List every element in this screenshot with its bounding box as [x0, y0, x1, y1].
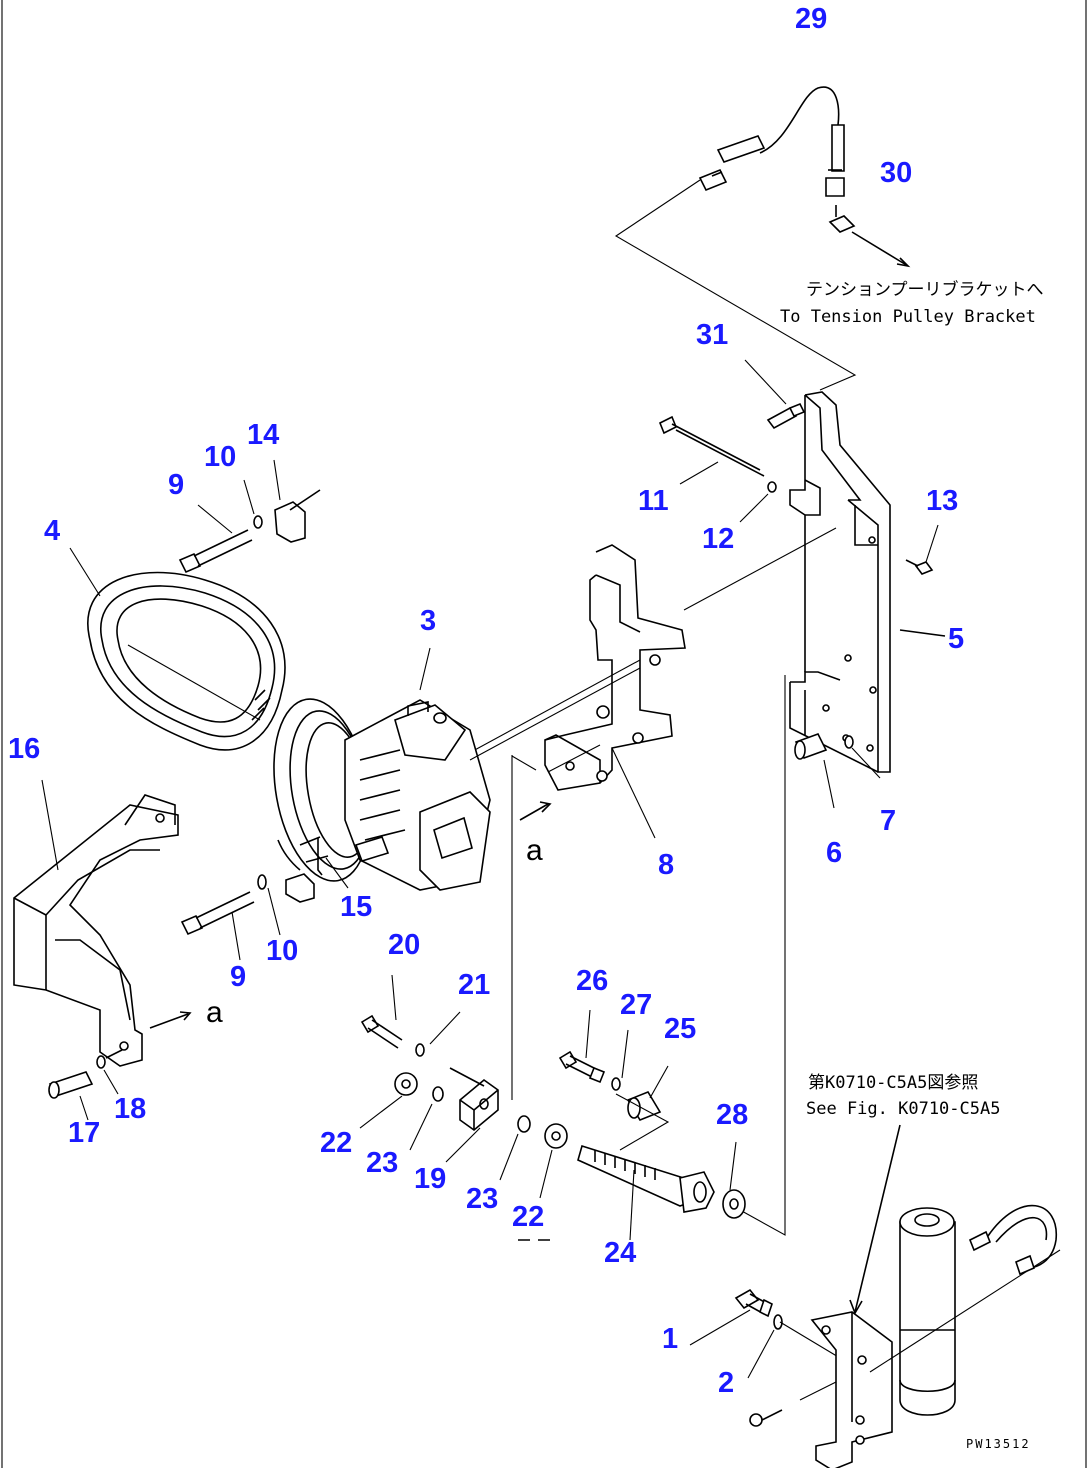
note-tension-jp: テンションプーリブラケットへ: [806, 279, 1044, 300]
part-label-1: 1: [662, 1323, 678, 1355]
part-label-24: 24: [604, 1237, 636, 1269]
bolt-20-drawing: [360, 974, 461, 1057]
bolt-9-lower-drawing: [180, 836, 349, 961]
view-marker-a-upper: a: [526, 834, 543, 867]
note-see-fig-en: See Fig. K0710-C5A5: [806, 1099, 1000, 1119]
note-see-fig-jp: 第K0710-C5A5図参照: [808, 1073, 978, 1093]
bolt-6-drawing: [794, 733, 881, 809]
fitting-30-drawing: [828, 205, 911, 268]
part-label-30: 30: [880, 157, 912, 189]
part-label-9-lower: 9: [230, 961, 246, 993]
part-label-25: 25: [664, 1013, 696, 1045]
part-label-17: 17: [68, 1117, 100, 1149]
bolt-31-drawing: [744, 359, 806, 430]
view-marker-a-lower: a: [206, 996, 223, 1029]
drawing-code: PW13512: [966, 1437, 1031, 1451]
part-label-11: 11: [638, 485, 669, 517]
part-label-19: 19: [414, 1163, 446, 1195]
belt-4-drawing: [69, 547, 286, 751]
part-label-28: 28: [716, 1099, 748, 1131]
routing-line-top: [614, 179, 857, 391]
compressor-3-drawing: [273, 647, 641, 891]
washer-28-drawing: [722, 1141, 746, 1219]
part-label-4: 4: [44, 515, 60, 547]
block-19-drawing: [445, 1067, 499, 1163]
bolt-11-drawing: [658, 415, 777, 523]
part-label-15: 15: [340, 891, 372, 923]
bolt-26-drawing: [558, 1009, 629, 1091]
part-label-7: 7: [880, 805, 896, 837]
part-label-16: 16: [8, 733, 40, 765]
part-label-6: 6: [826, 837, 842, 869]
receiver-drier-drawing: [869, 1204, 1061, 1416]
part-label-5: 5: [948, 623, 964, 655]
part-label-13: 13: [926, 485, 958, 517]
part-label-22: 22: [320, 1127, 352, 1159]
bolt-9-upper-drawing: [178, 459, 321, 574]
bolt-17-drawing: [48, 1049, 123, 1121]
part-labels: 29 30 31 14 10 9 4 11 12 13 3 5 16 7 6 8…: [8, 3, 964, 1399]
part-label-18: 18: [114, 1093, 146, 1125]
part-label-3: 3: [420, 605, 436, 637]
part-label-10: 10: [204, 441, 236, 473]
bolt-13-drawing: [905, 524, 939, 575]
arrow-to-fig: [849, 1124, 901, 1315]
part-label-21: 21: [458, 969, 490, 1001]
part-label-26: 26: [576, 965, 608, 997]
part-label-9: 9: [168, 469, 184, 501]
rod-24-drawing: [577, 1093, 715, 1241]
part-label-27: 27: [620, 989, 652, 1021]
part-label-29: 29: [795, 3, 827, 35]
part-label-20: 20: [388, 929, 420, 961]
cover-16-drawing: [13, 779, 192, 1067]
bracket-8-drawing: [519, 544, 686, 839]
note-tension-en: To Tension Pulley Bracket: [780, 307, 1036, 327]
bolt-1-washer-2-drawing: [689, 1288, 861, 1427]
washers-22-23-drawing: [359, 1072, 568, 1199]
routing-lines-middle: [459, 527, 837, 1236]
part-label-2: 2: [718, 1367, 734, 1399]
collar-25-drawing: [626, 1065, 669, 1121]
hose-29-drawing: [698, 86, 845, 197]
bracket-receiver-drawing: [810, 1311, 893, 1468]
part-label-23-right: 23: [466, 1183, 498, 1215]
part-label-31: 31: [696, 319, 728, 351]
part-label-12: 12: [702, 523, 734, 555]
part-label-14: 14: [247, 419, 279, 451]
part-label-10-lower: 10: [266, 935, 298, 967]
part-label-22-right: 22: [512, 1201, 544, 1233]
part-label-23: 23: [366, 1147, 398, 1179]
part-label-8: 8: [658, 849, 674, 881]
bracket-5-drawing: [789, 391, 946, 773]
